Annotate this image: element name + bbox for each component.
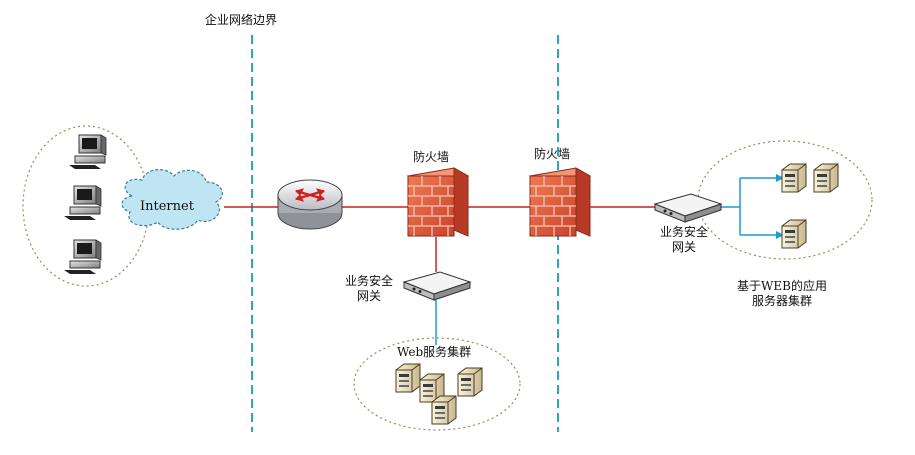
server-icon: [457, 367, 483, 397]
server-icon: [781, 163, 807, 193]
pc-icon: [63, 239, 102, 275]
server-icon: [813, 163, 839, 193]
gateway-bottom-label-line: 网关: [356, 289, 381, 303]
web-cluster-label: Web服务集群: [397, 345, 472, 359]
internet-cloud-icon: [121, 169, 223, 230]
firewall-left-icon: [407, 167, 469, 237]
server-icon: [395, 363, 421, 393]
router-icon: [277, 179, 343, 230]
boundary-label: 企业网络边界: [205, 13, 278, 27]
pc-icon: [63, 185, 102, 221]
internet-label: Internet: [140, 199, 194, 214]
link-gateway-appcluster: [714, 177, 782, 236]
server-icon: [431, 395, 457, 425]
firewall-right-label: 防火墙: [534, 147, 571, 161]
firewall-right-icon: [529, 167, 591, 237]
arrow-head: [776, 174, 784, 182]
pc-icon: [68, 134, 107, 170]
gateway-bottom-icon: [403, 271, 471, 301]
gateway-bottom-label-line: 业务安全: [344, 274, 393, 288]
gateway-right-label: 业务安全 网关: [651, 225, 717, 255]
app-cluster-label-line: 服务器集群: [751, 294, 812, 308]
firewall-left-label: 防火墙: [413, 150, 450, 164]
arrow-head: [776, 231, 784, 239]
gateway-right-label-line: 业务安全: [659, 225, 708, 239]
web-cluster-ellipse: [353, 337, 521, 431]
server-icon: [781, 219, 807, 249]
gateway-bottom-label: 业务安全 网关: [338, 274, 400, 304]
gateway-right-label-line: 网关: [671, 240, 696, 254]
app-cluster-label-line: 基于WEB的应用: [737, 279, 827, 293]
app-cluster-label: 基于WEB的应用 服务器集群: [722, 279, 842, 309]
gateway-right-icon: [654, 193, 722, 223]
